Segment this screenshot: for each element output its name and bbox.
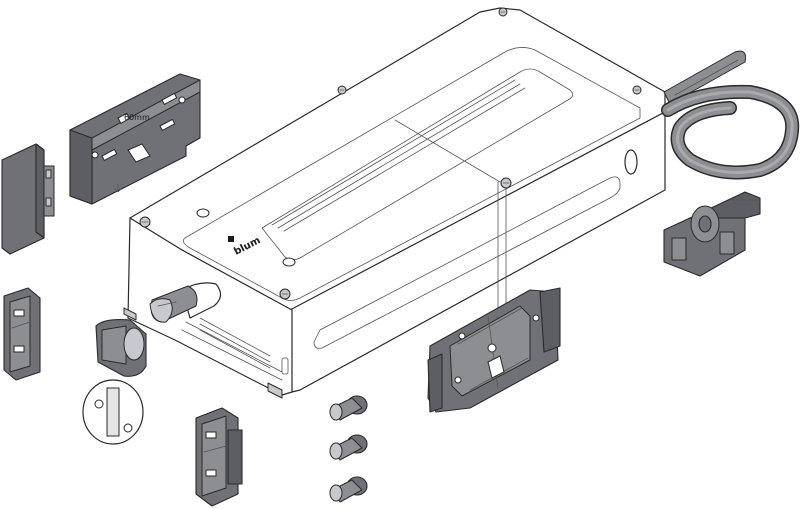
clip-bottom <box>195 407 243 507</box>
housing-screw <box>500 177 512 189</box>
roller-unit <box>663 191 761 277</box>
housing-screw <box>139 216 151 228</box>
adapter-socket <box>95 319 147 377</box>
housing-screw <box>337 85 347 95</box>
mounting-plate-large <box>427 287 561 413</box>
mounting-plate-60mm: 60mm <box>69 73 201 205</box>
round-cover-disc <box>82 379 144 445</box>
plate-size-label: 60mm <box>124 113 150 122</box>
housing-screw <box>498 7 508 17</box>
dowel-plug <box>329 395 368 421</box>
side-bracket <box>1 143 55 255</box>
power-cable <box>661 50 800 180</box>
clip-left <box>3 287 41 381</box>
dowel-plug <box>329 434 368 461</box>
housing-screw <box>279 288 291 300</box>
drive-unit-housing: blum <box>123 7 666 399</box>
dowel-plug <box>329 476 368 503</box>
housing-screw <box>632 85 642 95</box>
rotary-connector <box>149 282 222 323</box>
